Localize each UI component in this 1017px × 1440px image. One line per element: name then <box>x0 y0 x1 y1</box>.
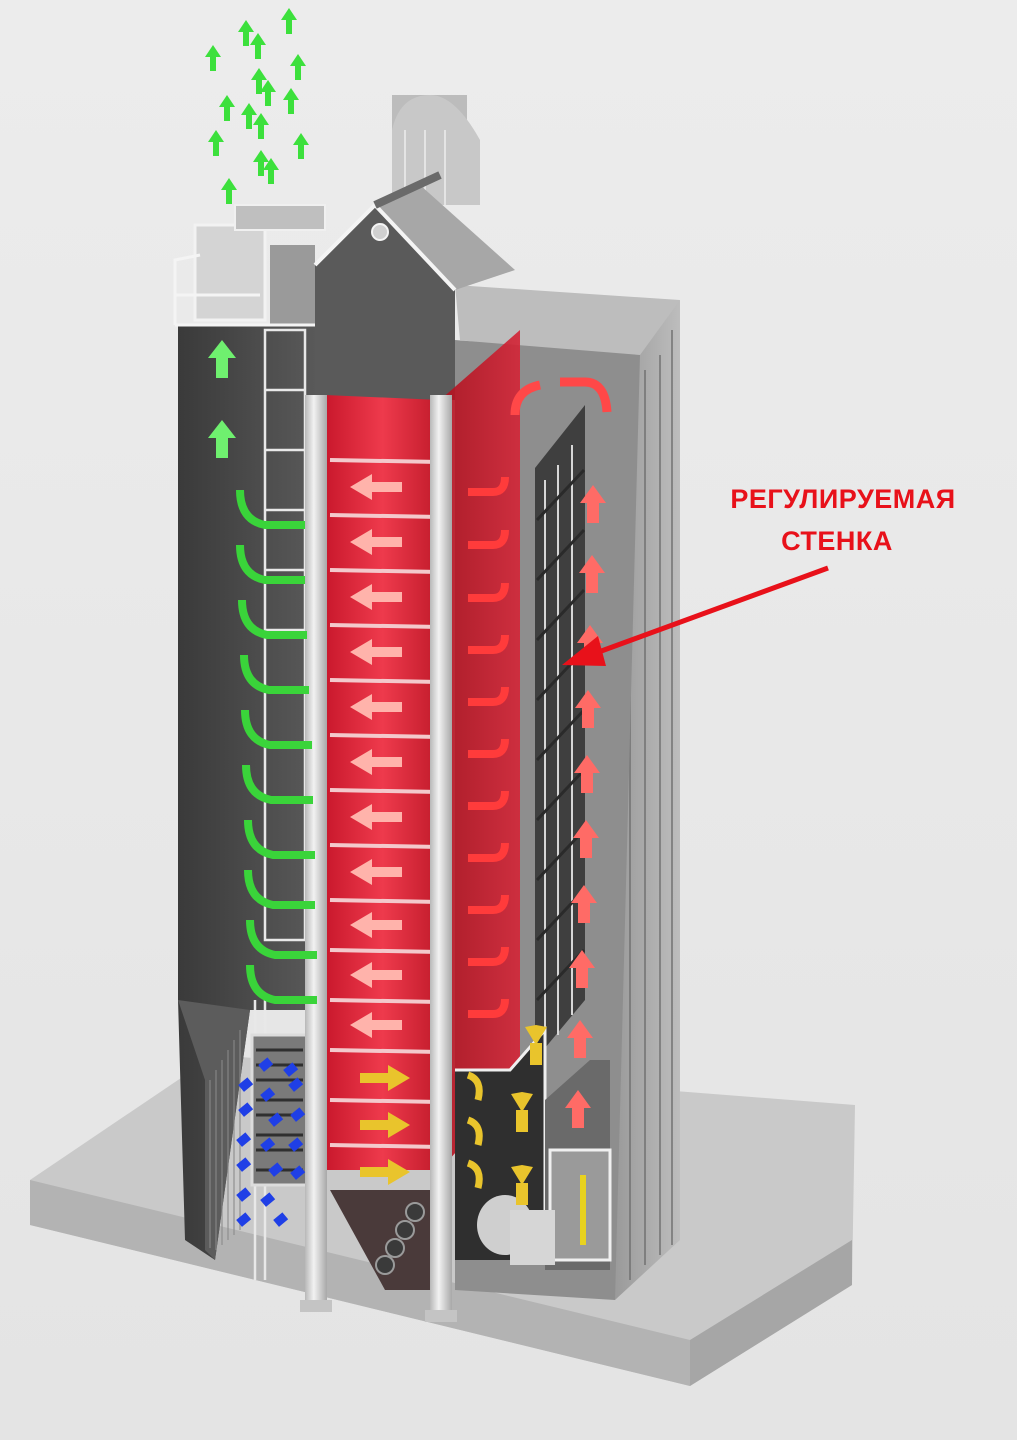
hot-air-curved-arrows <box>468 476 509 1018</box>
exhaust-curved-arrows <box>236 489 317 1004</box>
column-shelves <box>329 458 441 1149</box>
exhaust-up-arrows <box>208 340 236 458</box>
ambient-intake-arrows <box>236 1057 306 1227</box>
exhaust-plume-arrows <box>205 8 309 204</box>
top-equipment <box>173 95 515 400</box>
gas-line <box>580 1175 586 1245</box>
warm-air-yellow-arrows <box>466 1025 547 1205</box>
callout-pointer-line <box>584 565 829 660</box>
adjustable-wall-louvers <box>544 445 573 1050</box>
hot-air-up-arrows <box>565 485 606 1128</box>
drying-zone-arrows <box>350 474 402 1038</box>
left-pillar <box>305 395 327 1305</box>
callout-label-line1: РЕГУЛИРУЕМАЯ <box>730 484 956 514</box>
right-pillar <box>430 395 452 1315</box>
callout-label-line2: СТЕНКА <box>781 526 893 556</box>
cooling-zone-arrows <box>360 1065 410 1185</box>
left-exhaust-plenum <box>178 325 320 1280</box>
discharge-auger <box>375 1202 425 1275</box>
exhaust-fan-box <box>193 223 267 322</box>
callout-arrowhead-icon <box>562 636 606 666</box>
hot-air-top-return-arrow <box>510 377 612 416</box>
